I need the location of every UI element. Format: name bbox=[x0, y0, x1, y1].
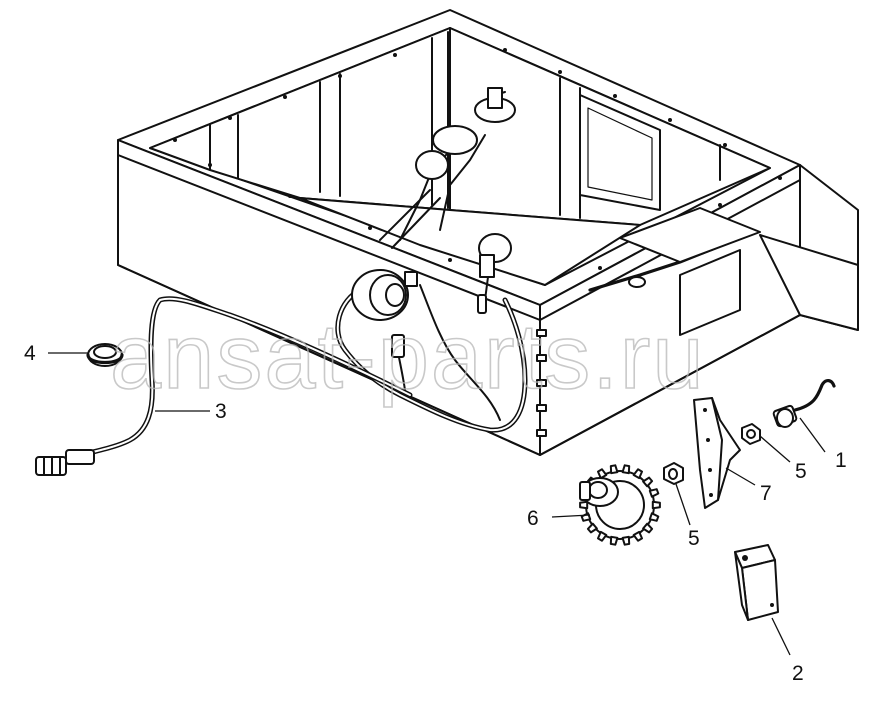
gear-tooth bbox=[632, 468, 643, 480]
gear-tooth bbox=[609, 535, 619, 546]
part-7-bracket-strip bbox=[693, 397, 741, 509]
cab-frame-drawing bbox=[117, 9, 859, 456]
callout-2: 2 bbox=[792, 662, 804, 685]
steering-mechanism bbox=[379, 87, 516, 301]
mounted-lamp bbox=[351, 269, 418, 321]
harness-cable bbox=[35, 284, 528, 476]
callout-4: 4 bbox=[24, 342, 36, 365]
gear-tooth bbox=[648, 512, 660, 522]
part-4-grommet bbox=[86, 343, 124, 367]
part-6-lamp-unit bbox=[579, 464, 661, 546]
gear-tooth bbox=[632, 530, 643, 542]
gear-tooth bbox=[597, 468, 608, 480]
callout-3: 3 bbox=[215, 400, 227, 423]
part-5-nut-b bbox=[663, 462, 684, 485]
callout-5-upper: 5 bbox=[795, 460, 807, 483]
edge-bolt-holes bbox=[536, 329, 547, 437]
leader-lines bbox=[48, 352, 826, 656]
harness-plug bbox=[35, 449, 95, 476]
gear-tooth bbox=[586, 522, 598, 534]
callout-1: 1 bbox=[835, 449, 847, 472]
gear-tooth bbox=[642, 522, 654, 534]
part-5-nut-a bbox=[741, 423, 761, 445]
part-2-angle-bracket bbox=[734, 544, 779, 621]
callout-5-lower: 5 bbox=[688, 527, 700, 550]
gear-tooth bbox=[579, 500, 589, 510]
gear-tooth bbox=[597, 530, 608, 542]
gear-tooth bbox=[621, 535, 631, 546]
gear-tooth bbox=[609, 464, 619, 475]
gear-tooth bbox=[642, 476, 654, 488]
watermark: ansat-parts.ru bbox=[110, 306, 706, 408]
callout-7: 7 bbox=[760, 482, 772, 505]
gear-tooth bbox=[651, 500, 661, 510]
part-1-sensor bbox=[772, 379, 836, 428]
gear-tooth bbox=[621, 464, 631, 475]
gear-tooth bbox=[648, 488, 660, 498]
callout-6: 6 bbox=[527, 507, 539, 530]
callout-labels: 1 2 3 4 5 5 6 7 bbox=[24, 342, 847, 685]
